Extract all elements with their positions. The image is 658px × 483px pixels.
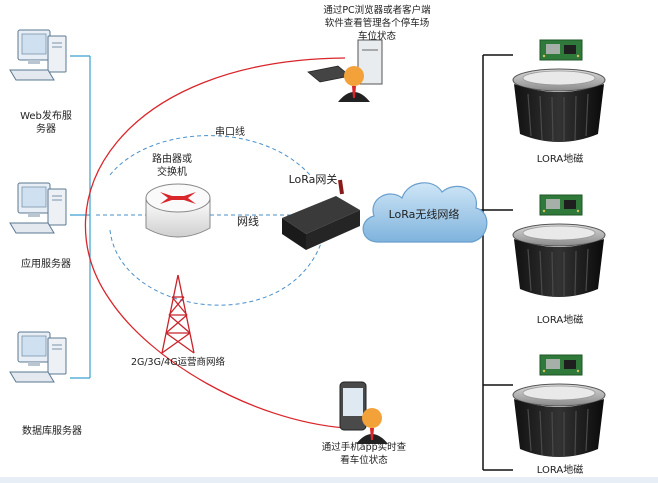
- cloud-icon: [362, 182, 488, 243]
- app-server-label: 应用服务器: [21, 259, 71, 270]
- lora-gateway-icon: [282, 179, 360, 250]
- tower-label: 2G/3G/4G运营商网络: [130, 357, 226, 368]
- sensor-2-label: LORA地磁: [536, 315, 584, 326]
- sensor-1-icon: [512, 39, 606, 143]
- cloud-label: LoRa无线网络: [388, 208, 460, 221]
- sensor-1-label: LORA地磁: [536, 154, 584, 165]
- app-server-icon: [9, 182, 67, 234]
- mobile-user-icon: [339, 381, 388, 444]
- sensor-bracket: [460, 54, 513, 471]
- mobile-user-label: 通过手机app实时查 看车位状态: [321, 442, 407, 466]
- web-server-label: Web发布服 务器: [20, 111, 72, 135]
- cell-tower-icon: [161, 274, 195, 354]
- router-label: 路由器或 交换机: [152, 154, 192, 178]
- sensor-2-icon: [512, 194, 606, 298]
- gateway-label: LoRa网关: [288, 173, 338, 186]
- network-link-label: 网线: [237, 215, 259, 228]
- db-server-label: 数据库服务器: [22, 426, 82, 437]
- internet-link-arc: [84, 57, 346, 429]
- db-server-icon: [9, 331, 67, 383]
- pc-user-label: 通过PC浏览器或者客户端 软件查看管理各个停车场 车位状态: [323, 5, 431, 42]
- dashed-links: [96, 135, 326, 306]
- bottom-strip: [0, 477, 658, 483]
- serial-link-label: 串口线: [215, 127, 245, 138]
- sensor-3-icon: [512, 354, 606, 458]
- server-bus-line: [70, 55, 91, 379]
- router-icon: [145, 183, 211, 238]
- pc-user-icon: [307, 39, 383, 102]
- sensor-3-label: LORA地磁: [536, 465, 584, 476]
- web-server-icon: [9, 29, 67, 81]
